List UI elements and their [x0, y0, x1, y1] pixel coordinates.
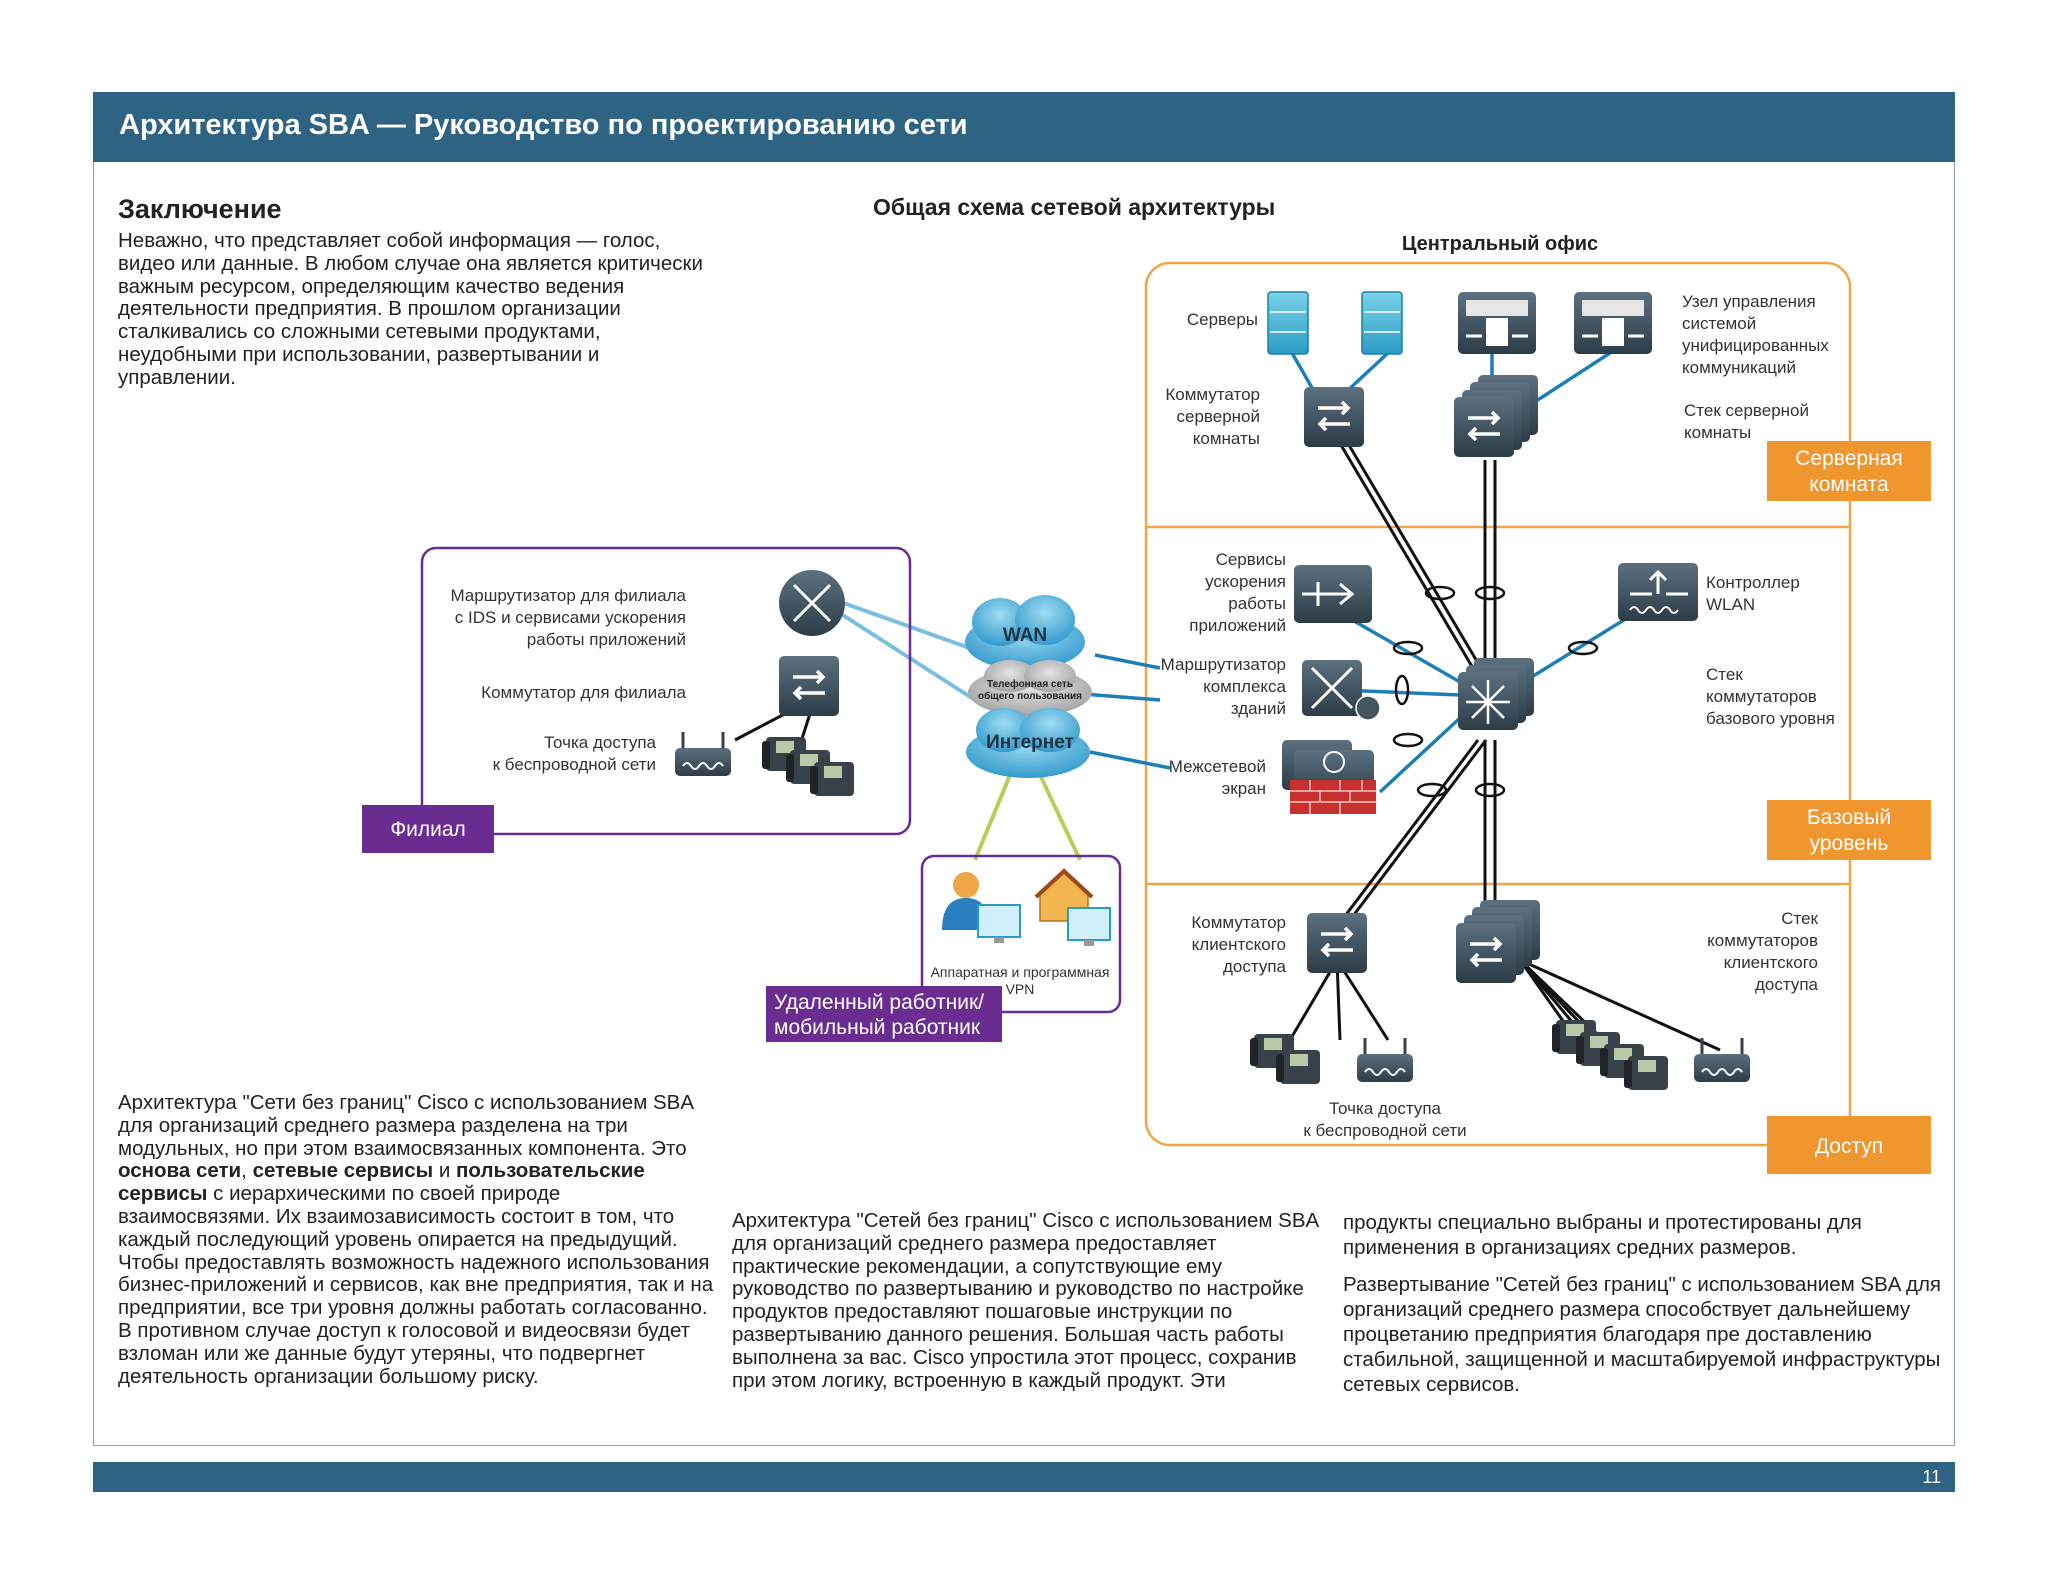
svg-text:экран: экран [1222, 779, 1266, 798]
svg-text:коммутаторов: коммутаторов [1706, 687, 1817, 706]
campus-router-label: Маршрутизатор [1161, 655, 1286, 674]
access-switch-icon [1305, 911, 1369, 975]
branch-ap-label: Точка доступа [544, 733, 657, 752]
svg-text:комнаты: комнаты [1684, 423, 1751, 442]
svg-text:Базовый: Базовый [1807, 806, 1891, 829]
wan-cloud-icon: WAN [965, 595, 1085, 670]
access-badge: Доступ [1767, 1116, 1931, 1174]
monitor-icon [1067, 907, 1111, 946]
conclusion-text: Неважно, что представляет собой информац… [118, 229, 703, 389]
svg-text:базового уровня: базового уровня [1706, 709, 1835, 728]
firewall-label: Межсетевой [1169, 757, 1266, 776]
svg-text:доступа: доступа [1755, 975, 1819, 994]
body-column-3: продукты специально выбраны и протестиро… [1343, 1211, 1942, 1396]
server-icon [1267, 291, 1309, 355]
svg-text:клиентского: клиентского [1724, 953, 1818, 972]
svg-text:Интернет: Интернет [986, 732, 1074, 753]
branch-router-icon [779, 570, 845, 636]
ip-phone-icon [1276, 1050, 1320, 1084]
svg-text:с IDS и сервисами ускорения: с IDS и сервисами ускорения [455, 608, 686, 627]
wlc-label: Контроллер [1706, 573, 1800, 592]
svg-text:Филиал: Филиал [390, 818, 466, 841]
page-title: Архитектура SBA — Руководство по проекти… [119, 109, 968, 141]
branch-box [420, 546, 912, 836]
svg-text:доступа: доступа [1223, 957, 1287, 976]
access-point-icon [1692, 1036, 1752, 1084]
firewall-icon [1282, 740, 1376, 814]
access-switch-label: Коммутатор [1191, 913, 1286, 932]
svg-text:коммуникаций: коммуникаций [1682, 358, 1796, 377]
wlan-controller-icon [1618, 563, 1698, 621]
vpn-label: Аппаратная и программная [931, 964, 1110, 980]
svg-text:комплекса: комплекса [1203, 677, 1286, 696]
wan-acceleration-icon [1294, 565, 1372, 623]
ucm-label: Узел управления [1682, 292, 1816, 311]
svg-text:Серверная: Серверная [1795, 447, 1902, 470]
pstn-cloud-icon: Телефонная сеть общего пользования [968, 660, 1092, 716]
branch-switch-label: Коммутатор для филиала [481, 683, 686, 702]
svg-text:системой: системой [1682, 314, 1756, 333]
svg-text:Доступ: Доступ [1815, 1135, 1883, 1158]
svg-text:коммутаторов: коммутаторов [1707, 931, 1818, 950]
svg-text:ускорения: ускорения [1205, 572, 1286, 591]
hq-box [1144, 261, 1852, 1147]
monitor-icon [977, 904, 1021, 943]
ucm-appliance-icon [1574, 292, 1652, 354]
ip-phone-icon [810, 762, 854, 796]
branch-router-label: Маршрутизатор для филиала [450, 586, 686, 605]
server-stack-label: Стек серверной [1684, 401, 1809, 420]
server-room-switch-icon [1302, 385, 1366, 449]
svg-text:WLAN: WLAN [1706, 595, 1755, 614]
svg-text:к беспроводной сети: к беспроводной сети [1303, 1121, 1466, 1140]
page-footer: 11 [93, 1462, 1955, 1492]
branch-switch-icon [777, 654, 841, 718]
svg-text:Удаленный работник/: Удаленный работник/ [774, 991, 984, 1014]
page-header: Архитектура SBA — Руководство по проекти… [93, 92, 1955, 162]
svg-text:клиентского: клиентского [1192, 935, 1286, 954]
branch-ap-icon [673, 730, 733, 778]
server-icon [1361, 291, 1403, 355]
remote-worker-badge: Удаленный работник/ мобильный работник [766, 986, 1002, 1042]
svg-text:мобильный работник: мобильный работник [774, 1016, 981, 1039]
campus-router-icon [1302, 660, 1381, 721]
accel-label: Сервисы [1216, 550, 1286, 569]
svg-text:комната: комната [1809, 473, 1889, 496]
core-stack-icon [1458, 658, 1534, 730]
core-layer-badge: Базовый уровень [1767, 800, 1931, 860]
svg-text:зданий: зданий [1231, 699, 1286, 718]
svg-text:работы: работы [1228, 594, 1286, 613]
server-stack-icon [1452, 373, 1540, 459]
server-switch-label: Коммутатор [1165, 385, 1260, 404]
body-column-2: Архитектура "Сетей без границ" Cisco с и… [732, 1209, 1319, 1392]
body-column-1: Архитектура "Сети без границ" Cisco с ис… [118, 1091, 714, 1388]
svg-text:уровень: уровень [1810, 832, 1889, 855]
svg-text:Телефонная сеть: Телефонная сеть [987, 678, 1073, 690]
branch-badge: Филиал [362, 805, 494, 853]
remote-box [920, 854, 1122, 1014]
conclusion-heading: Заключение [118, 194, 282, 224]
ap-label: Точка доступа [1329, 1099, 1442, 1118]
svg-text:к беспроводной сети: к беспроводной сети [493, 755, 656, 774]
svg-text:общего пользования: общего пользования [978, 690, 1082, 702]
servers-label: Серверы [1187, 310, 1258, 329]
svg-text:серверной: серверной [1177, 407, 1261, 426]
svg-text:унифицированных: унифицированных [1682, 336, 1829, 355]
svg-text:работы приложений: работы приложений [527, 630, 686, 649]
page-number: 11 [1922, 1467, 1941, 1487]
core-uplinks [1336, 439, 1497, 921]
svg-text:VPN: VPN [1006, 981, 1035, 997]
hq-title: Центральный офис [1402, 233, 1598, 255]
core-stack-label: Стек [1706, 665, 1743, 684]
svg-text:приложений: приложений [1189, 616, 1286, 635]
access-point-icon [1355, 1036, 1415, 1084]
diagram-title: Общая схема сетевой архитектуры [873, 194, 1276, 220]
svg-text:комнаты: комнаты [1193, 429, 1260, 448]
server-room-badge: Серверная комната [1767, 441, 1931, 501]
svg-text:WAN: WAN [1003, 625, 1047, 646]
access-stack-label: Стек [1781, 909, 1818, 928]
internet-cloud-icon: Интернет [966, 708, 1090, 778]
ip-phone-icon [1624, 1056, 1668, 1090]
ucm-appliance-icon [1458, 292, 1536, 354]
